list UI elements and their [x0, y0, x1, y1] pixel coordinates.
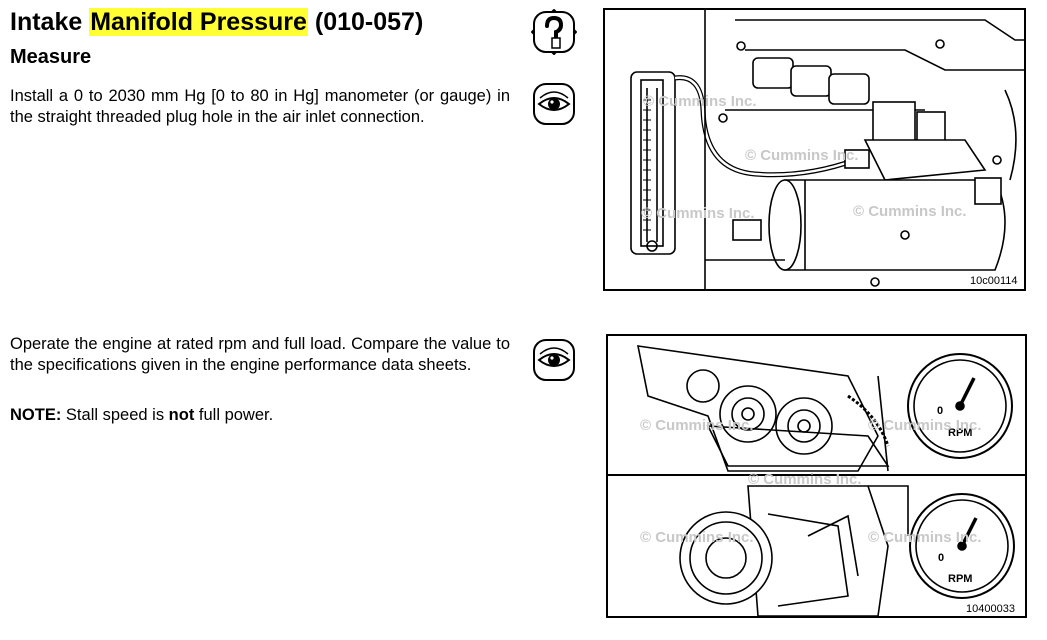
watermark-2: © Cummins Inc.	[745, 147, 859, 164]
gauge-zero-bottom: 0	[938, 552, 944, 564]
section-subtitle: Measure	[10, 46, 92, 68]
manometer-illustration: © Cummins Inc. © Cummins Inc. © Cummins …	[630, 10, 1024, 289]
eye-icon	[530, 336, 578, 384]
gauge-label-bottom: RPM	[948, 573, 972, 585]
note-label: NOTE:	[10, 406, 62, 424]
watermark-9: © Cummins Inc.	[868, 529, 982, 546]
note-text-2: full power.	[194, 406, 274, 424]
figure-id-2: 10400033	[966, 603, 1015, 615]
watermark-8: © Cummins Inc.	[640, 529, 754, 546]
gauge-zero-top: 0	[937, 405, 943, 417]
step1-text: Install a 0 to 2030 mm Hg [0 to 80 in Hg…	[10, 87, 510, 126]
note-text-1: Stall speed is	[61, 406, 169, 424]
note-bold: not	[168, 406, 195, 424]
figure-engine-rpm: 0 RPM 0 RPM © Cummins Inc. © Cummins Inc…	[606, 334, 1027, 618]
watermark-1: © Cummins Inc.	[643, 93, 757, 110]
page-title: Intake Manifold Pressure (010-057)	[10, 4, 423, 40]
eye-icon	[530, 80, 578, 128]
engine-rpm-illustration: 0 RPM 0 RPM © Cummins Inc. © Cummins Inc…	[608, 345, 1025, 616]
step2-text: Operate the engine at rated rpm and full…	[10, 335, 510, 374]
question-tool-icon	[530, 8, 578, 56]
watermark-4: © Cummins Inc.	[853, 203, 967, 220]
title-highlight: Manifold Pressure	[89, 8, 308, 36]
gauge-label-top: RPM	[948, 427, 972, 439]
watermark-7: © Cummins Inc.	[748, 471, 862, 488]
watermark-6: © Cummins Inc.	[868, 417, 982, 434]
figure-id-1: 10c00114	[970, 275, 1018, 287]
title-suffix: (010-057)	[307, 8, 424, 36]
figure-manometer-install: © Cummins Inc. © Cummins Inc. © Cummins …	[603, 8, 1026, 291]
watermark-5: © Cummins Inc.	[640, 417, 754, 434]
watermark-3: © Cummins Inc.	[641, 205, 755, 222]
step2-note: NOTE: Stall speed is not full power.	[10, 405, 510, 426]
title-prefix: Intake	[10, 8, 90, 36]
